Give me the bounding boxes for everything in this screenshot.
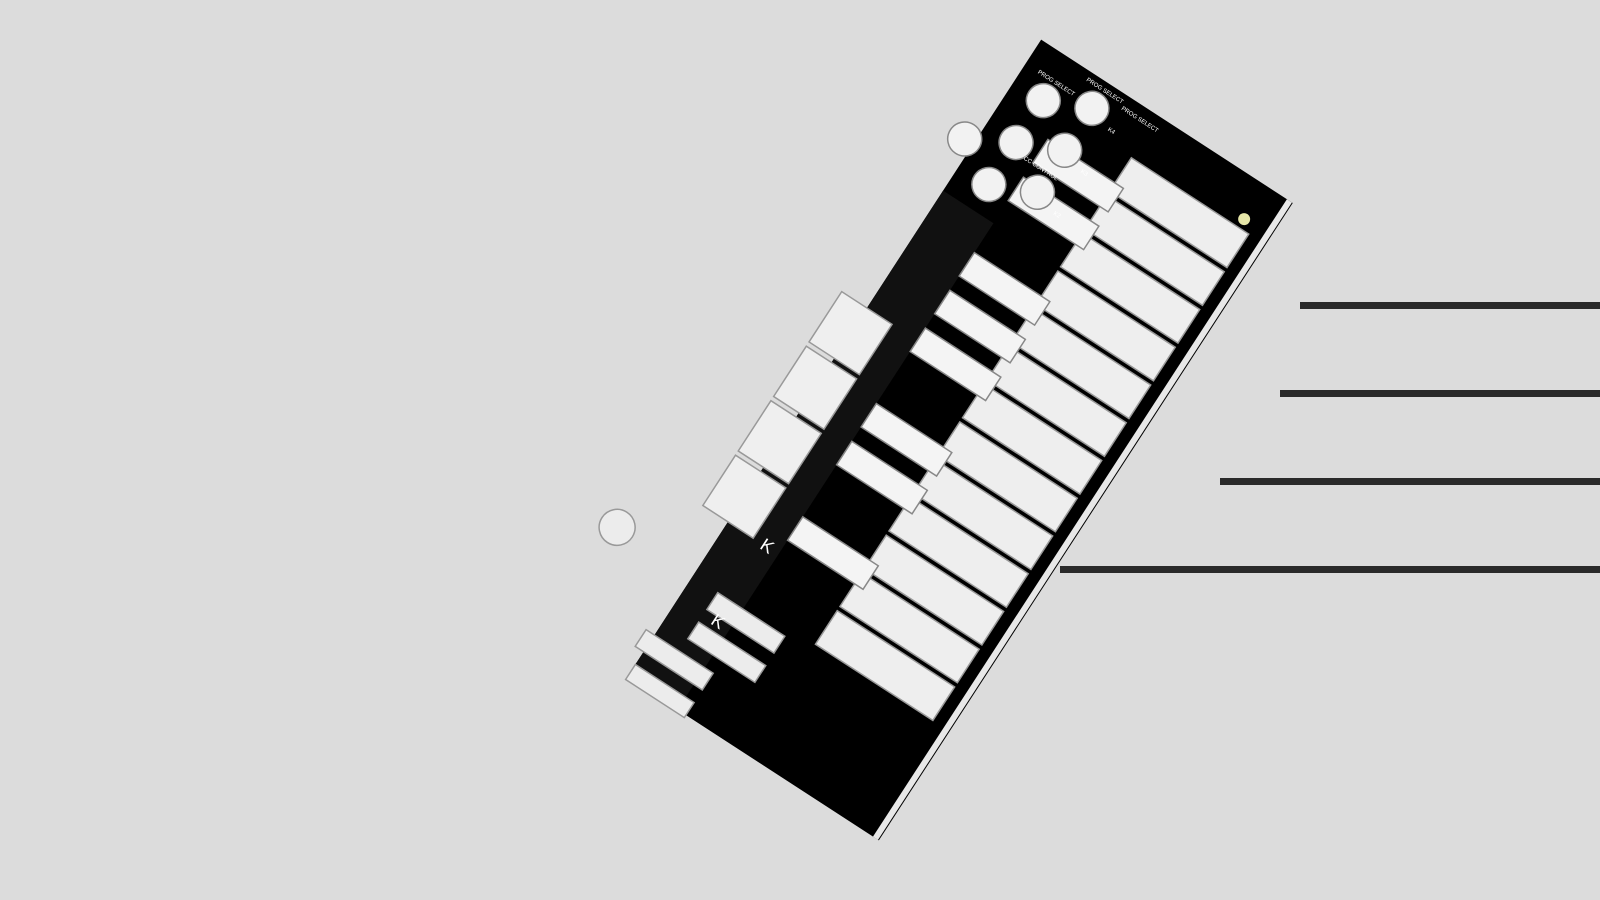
white-key[interactable] — [936, 420, 1079, 533]
white-key[interactable] — [985, 345, 1128, 458]
white-key[interactable] — [912, 458, 1054, 571]
knob[interactable] — [1020, 77, 1067, 124]
render-artifact-stripe — [1300, 302, 1600, 309]
sharp-key[interactable] — [786, 515, 880, 591]
render-artifact-stripe — [1280, 390, 1600, 397]
pad-row — [701, 290, 894, 540]
body-edge-trim — [872, 199, 1292, 840]
knob[interactable] — [1068, 85, 1115, 132]
white-key[interactable] — [887, 496, 1030, 609]
control-strip — [592, 502, 786, 719]
white-key[interactable] — [1108, 156, 1250, 269]
white-key[interactable] — [838, 571, 981, 684]
slider[interactable] — [624, 663, 696, 719]
white-key[interactable] — [1084, 194, 1226, 307]
knob[interactable] — [941, 115, 988, 162]
white-key[interactable] — [1010, 307, 1152, 420]
sharp-key[interactable] — [933, 289, 1027, 364]
status-led — [1238, 213, 1251, 226]
sharp-key[interactable] — [835, 440, 929, 515]
knob[interactable] — [1014, 169, 1061, 216]
sharp-key[interactable] — [860, 402, 953, 478]
knob-section — [941, 77, 1115, 216]
sharp-key[interactable] — [958, 251, 1051, 327]
render-artifact-stripe — [1220, 478, 1600, 485]
slider[interactable] — [634, 628, 715, 692]
pad[interactable] — [808, 290, 894, 376]
knob[interactable] — [1041, 127, 1088, 174]
sharp-key[interactable] — [909, 327, 1002, 402]
pad[interactable] — [772, 345, 858, 431]
k4-label: K4 — [1106, 127, 1116, 136]
white-key[interactable] — [961, 383, 1103, 496]
knob[interactable] — [965, 161, 1012, 208]
k3-label: K3 — [1079, 169, 1089, 178]
keybed — [814, 156, 1250, 722]
pad[interactable] — [701, 454, 787, 540]
joystick-knob[interactable] — [592, 502, 642, 552]
white-key[interactable] — [863, 534, 1005, 647]
pad[interactable] — [737, 399, 823, 485]
white-key[interactable] — [1034, 269, 1177, 382]
slider[interactable] — [705, 591, 786, 655]
white-key[interactable] — [1059, 232, 1201, 345]
k2-label: K2 — [1052, 211, 1062, 220]
white-key[interactable] — [814, 609, 956, 722]
render-artifact-stripe — [1060, 566, 1600, 573]
knob[interactable] — [993, 119, 1040, 166]
slider[interactable] — [686, 621, 767, 684]
